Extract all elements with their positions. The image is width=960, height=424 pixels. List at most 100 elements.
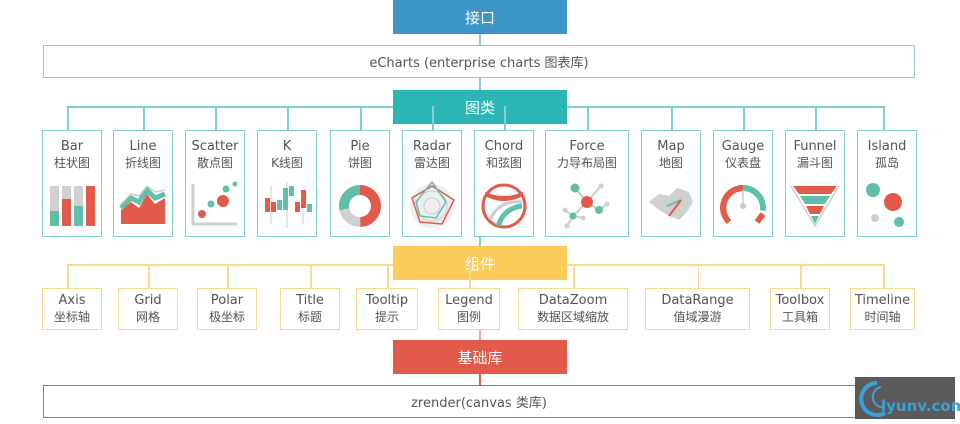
connector [287,106,289,130]
pie-chart-icon [339,185,381,227]
zrender-box: zrender(canvas 类库) [43,385,915,418]
chart-name-cn: 漏斗图 [796,156,833,170]
component-box-title: Title 标题 [280,288,340,330]
echarts-box: eCharts (enterprise charts 图表库) [43,45,915,78]
component-box-grid: Grid 网格 [118,288,178,330]
line-chart-icon [119,184,166,224]
bar-chart-icon [50,186,95,226]
base-layer-header: 基础库 [393,340,567,374]
component-box-legend: Legend 图例 [438,288,500,330]
chart-name-en: Bar [60,139,84,154]
connector [504,106,506,130]
chart-type-card-force: Force 力导布局图 [545,130,629,237]
chart-name-cn: 雷达图 [413,156,450,170]
funnel-icon [790,185,840,228]
component-name-cn: 提示 [374,310,399,324]
chart-name-cn: 饼图 [347,156,372,170]
connector [479,34,481,46]
component-name-en: Timeline [854,293,911,308]
component-name-cn: 工具箱 [781,310,818,324]
component-box-polar: Polar 极坐标 [197,288,257,330]
components-layer-header: 组件 [393,246,567,280]
component-name-en: Axis [58,293,86,308]
chart-name-cn: 散点图 [196,156,233,170]
scatter-chart-icon [191,181,238,226]
connector [67,106,69,130]
chart-name-cn: 力导布局图 [556,156,617,170]
connector [743,106,745,130]
chart-type-card-chord: Chord 和弦图 [474,130,534,237]
radar-chart-icon [410,180,455,228]
connector [697,264,699,288]
chart-name-en: Line [129,139,157,154]
connector [479,330,481,341]
chart-name-en: Force [569,139,605,154]
force-graph-icon [562,183,610,229]
chart-type-card-pie: Pie 饼图 [330,130,390,237]
connector [67,264,69,288]
component-name-en: Toolbox [775,293,825,308]
island-icon [866,183,904,227]
component-name-cn: 时间轴 [864,310,901,324]
component-name-cn: 数据区域缩放 [536,310,609,324]
connector [883,264,885,288]
component-name-cn: 图例 [456,310,481,324]
chart-name-en: Island [867,139,907,154]
chart-type-card-bar: Bar 柱状图 [42,130,102,237]
component-name-en: Polar [210,293,244,308]
chart-name-en: Radar [412,139,452,154]
watermark-logo: lyunv.com [855,377,960,419]
component-name-en: Title [296,293,324,308]
connector [671,106,673,130]
connector [432,106,434,130]
map-icon [649,188,693,220]
component-name-en: DataRange [661,293,734,308]
candlestick-chart-icon [265,182,312,228]
connector [215,106,217,130]
connector [148,264,150,288]
component-name-en: Legend [445,293,493,308]
chart-name-en: Map [657,139,685,154]
component-name-en: Tooltip [365,293,409,308]
chart-type-card-funnel: Funnel 漏斗图 [785,130,845,237]
connector [479,237,481,247]
connector [227,264,229,288]
chart-name-cn: 和弦图 [485,156,522,170]
gauge-icon [720,185,766,230]
chart-name-en: K [282,139,292,154]
component-name-cn: 极坐标 [208,310,245,324]
chart-name-en: Funnel [793,139,837,154]
component-name-en: Grid [134,293,162,308]
connector [143,106,145,130]
chart-types-layer-header: 图类 [393,90,567,124]
component-name-cn: 标题 [297,310,322,324]
chart-type-card-map: Map 地图 [641,130,701,237]
chart-name-en: Gauge [721,139,765,154]
component-box-timeline: Timeline 时间轴 [850,288,915,330]
connector [573,264,575,288]
connector [387,264,389,288]
chord-chart-icon [481,183,527,229]
chart-type-card-radar: Radar 雷达图 [402,130,462,237]
chart-name-cn: 柱状图 [53,156,90,170]
component-name-cn: 网格 [135,310,160,324]
connector [883,106,885,130]
connector [310,264,312,288]
chart-type-card-scatter: Scatter 散点图 [185,130,245,237]
chart-name-en: Chord [484,139,524,154]
chart-type-card-gauge: Gauge 仪表盘 [713,130,773,237]
component-name-en: DataZoom [538,293,608,308]
connector [800,264,802,288]
connector [479,78,481,91]
chart-name-cn: 孤岛 [874,156,899,170]
chart-type-card-island: Island 孤岛 [857,130,917,237]
chart-name-en: Pie [350,139,370,154]
component-box-datazoom: DataZoom 数据区域缩放 [518,288,628,330]
interface-layer-header: 接口 [393,0,567,34]
component-name-cn: 坐标轴 [53,310,90,324]
component-box-toolbox: Toolbox 工具箱 [770,288,830,330]
chart-type-card-k: K K线图 [257,130,317,237]
component-name-cn: 值域漫游 [673,310,722,324]
chart-type-card-line: Line 折线图 [113,130,173,237]
component-box-axis: Axis 坐标轴 [42,288,102,330]
